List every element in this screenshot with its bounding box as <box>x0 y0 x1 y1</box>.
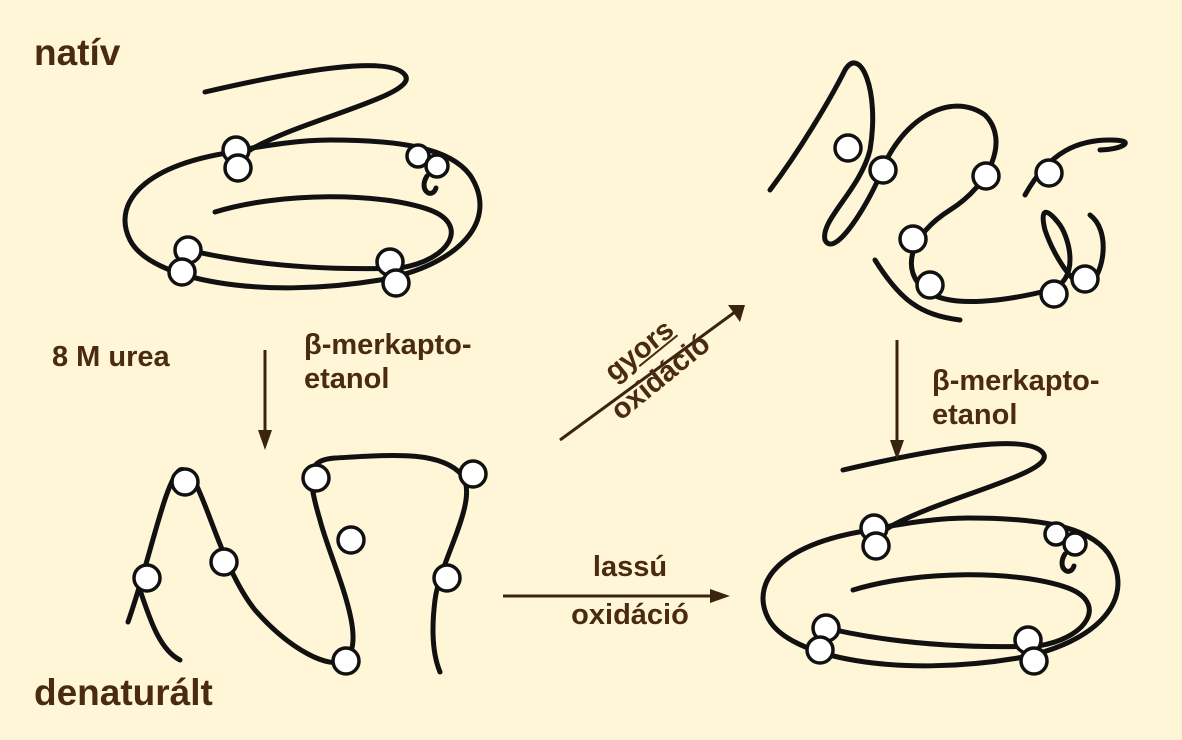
refolded-protein-fold <box>763 444 1118 674</box>
label-slow-line1: lassú <box>540 550 720 584</box>
label-reductant-right: β-merkapto- etanol <box>932 364 1100 432</box>
arrow-denaturation <box>258 350 272 450</box>
label-slow-oxidation: lassú oxidáció <box>540 550 720 632</box>
label-denatured: denaturált <box>34 672 213 714</box>
label-reductant-right-line2: etanol <box>932 398 1100 432</box>
scrambled-protein-chain <box>770 63 1125 320</box>
native-protein-fold <box>125 66 480 296</box>
label-reductant-right-line1: β-merkapto- <box>932 364 1100 398</box>
arrow-reduction <box>890 340 904 460</box>
label-native: natív <box>34 32 120 74</box>
label-reductant-left: β-merkapto- etanol <box>304 328 472 396</box>
label-slow-line2: oxidáció <box>540 598 720 632</box>
label-urea: 8 M urea <box>52 340 170 374</box>
label-reductant-left-line1: β-merkapto- <box>304 328 472 362</box>
denatured-protein-chain <box>128 455 486 674</box>
label-reductant-left-line2: etanol <box>304 362 472 396</box>
